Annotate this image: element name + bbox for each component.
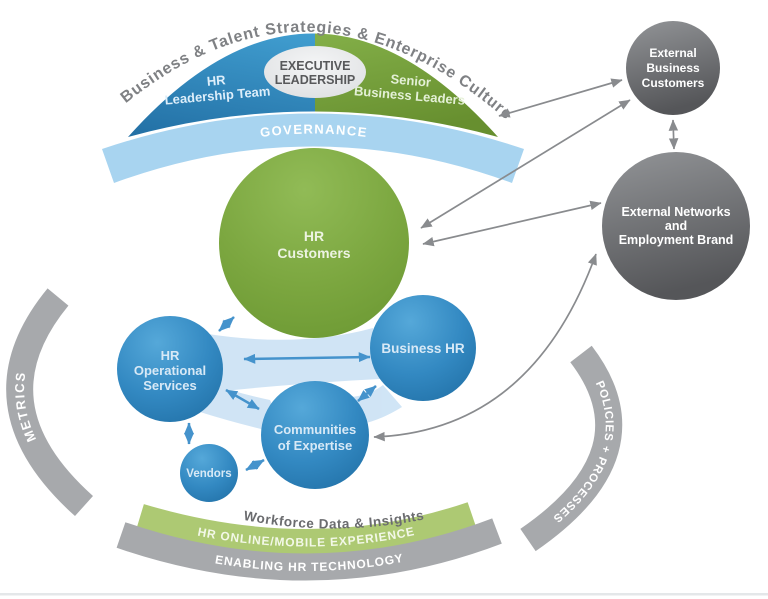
external-business-customers-circle [626,21,720,115]
hr-operational-line2: Operational [134,363,206,378]
bottom-divider [0,593,768,596]
executive-line1: EXECUTIVE [280,59,351,73]
senior-leaders-line1: Senior [390,71,432,89]
band-opserv-businesshr [208,328,380,392]
governance-band [102,113,524,183]
hr-customers-line2: Customers [277,245,350,261]
ebc-line3: Customers [642,76,705,90]
ebc-line2: Business [646,61,700,75]
executive-line2: LEADERSHIP [275,73,356,87]
gray-arrows [373,78,679,442]
ebc-line1: External [649,46,696,60]
hr-operational-line3: Services [143,378,197,393]
extnet-line1: External Networks [621,205,730,219]
enabling-tech-band [116,518,502,581]
business-hr-label: Business HR [381,341,465,356]
communities-of-expertise-circle [261,381,369,489]
metrics-arc [6,288,94,517]
hr-customers-circle [219,148,409,338]
arrow-opserv-hrcustomers [218,316,235,332]
external-networks-circle [602,152,750,300]
hr-operational-line1: HR [161,348,180,363]
arrow-vendors-communities [245,458,265,472]
extnet-line2: and [665,219,687,233]
online-mobile-band [136,502,477,556]
executive-leadership-ellipse [264,46,366,98]
hr-leadership-arch-half [128,33,315,137]
arrow-opserv-businesshr [243,352,371,364]
arrow-communities-to-external-networks [373,253,597,442]
arrow-arch-to-external-customers [498,78,623,118]
hr-operational-services-circle [117,316,223,422]
arrow-opserv-communities [225,388,260,411]
governance-textpath: GOVERNANCE [259,121,367,140]
vendors-circle [180,444,238,502]
communities-line1: Communities [274,422,356,437]
communities-line2: of Expertise [278,438,352,453]
extnet-line3: Employment Brand [619,233,734,247]
arrow-external-customers-to-networks [668,119,679,150]
blue-arrows [184,316,377,472]
arrow-businesshr-communities [357,385,377,402]
hr-customers-line1: HR [304,228,324,244]
governance-text: GOVERNANCE [259,121,369,140]
arrow-hrcustomers-to-external-networks [422,200,602,247]
hr-leadership-line1: HR [206,72,227,89]
vendors-label: Vendors [186,468,231,480]
